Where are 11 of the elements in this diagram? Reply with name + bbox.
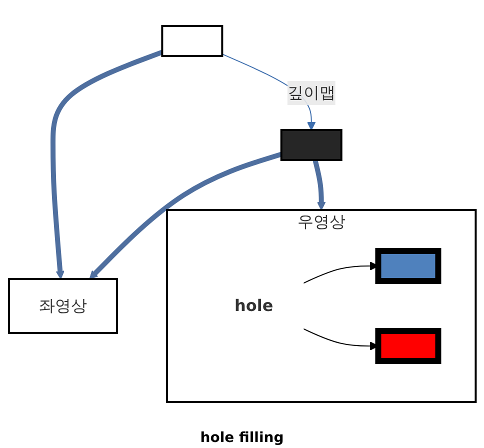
node-box: 좌영상 — [8, 278, 118, 334]
node-text: hole — [234, 296, 273, 315]
node-box — [280, 129, 342, 161]
node-box — [160, 25, 223, 57]
edge-label: 깊이맵 — [287, 83, 335, 102]
arrow — [312, 159, 326, 210]
note-label: hole filling — [200, 430, 284, 446]
arrow — [88, 152, 282, 280]
node-box — [374, 328, 441, 364]
arrow — [50, 50, 163, 280]
node-box — [374, 248, 441, 284]
